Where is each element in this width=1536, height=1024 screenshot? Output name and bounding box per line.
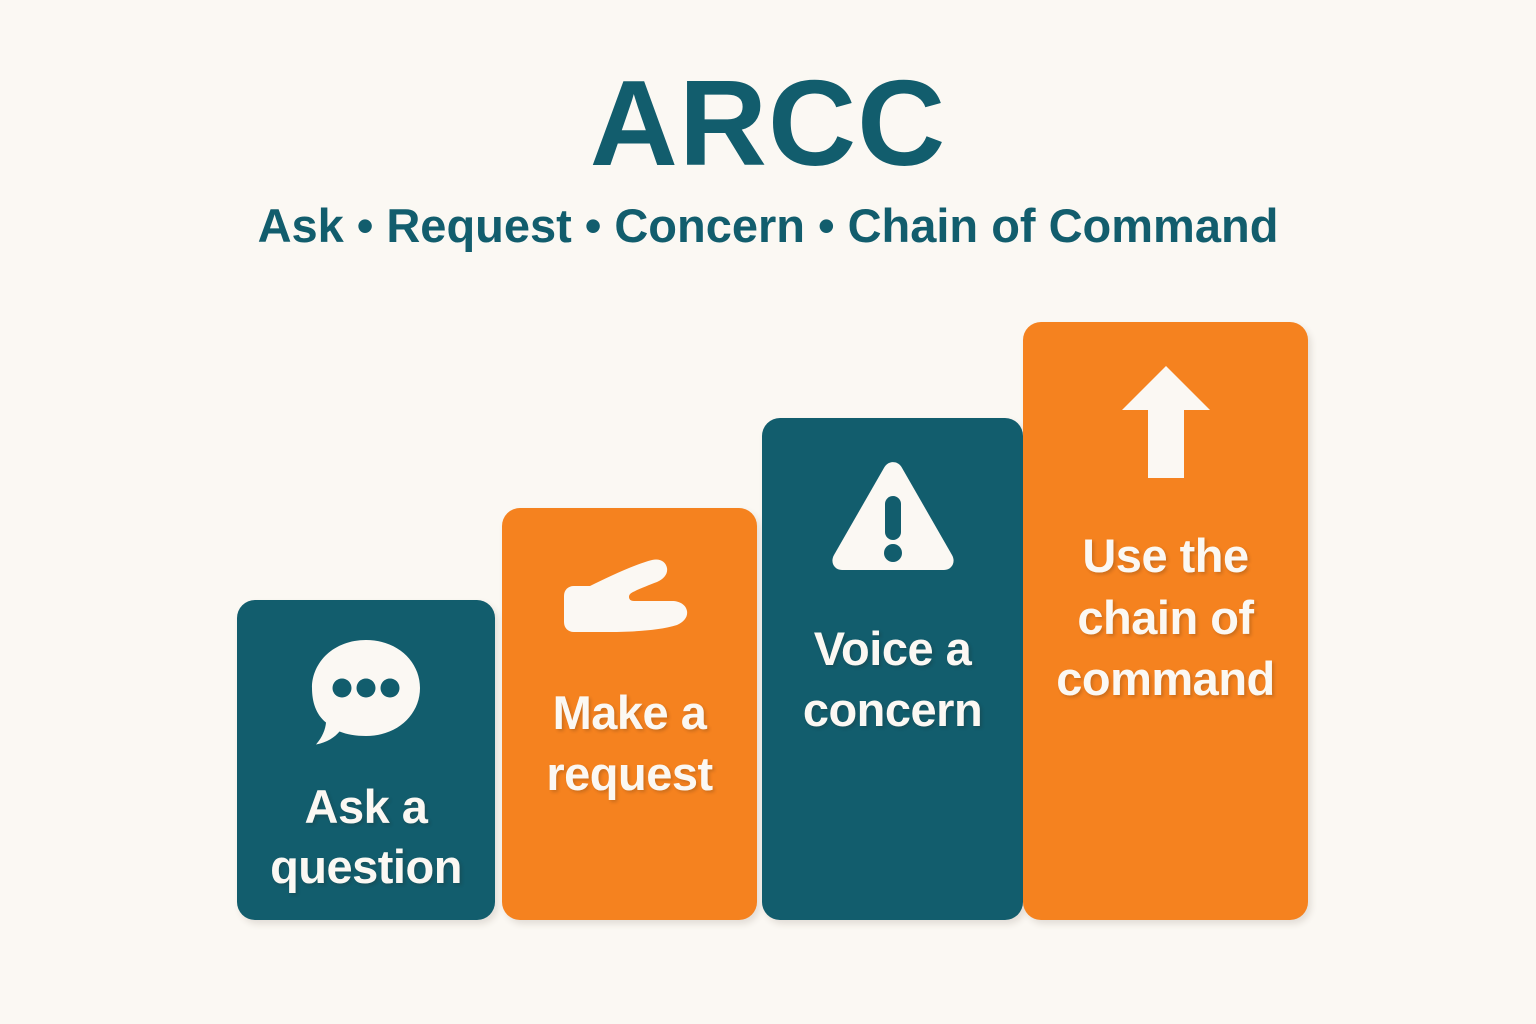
step-bar-request: Make a request [502, 508, 757, 920]
warning-triangle-icon [830, 460, 956, 579]
step-bar-chain-of-command: Use the chain of command [1023, 322, 1308, 920]
step-label-chain-of-command: Use the chain of command [1056, 529, 1275, 706]
step-bar-concern: Voice a concern [762, 418, 1023, 920]
step-label-ask: Ask a question [270, 780, 462, 894]
page-subtitle: Ask • Request • Concern • Chain of Comma… [257, 199, 1279, 252]
header: ARCC Ask • Request • Concern • Chain of … [0, 0, 1536, 249]
up-arrow-icon [1120, 364, 1212, 485]
step-label-concern: Voice a concern [802, 622, 983, 736]
page-title: ARCC [589, 55, 947, 191]
step-label-request: Make a request [546, 686, 713, 800]
step-bar-ask: Ask a question [237, 600, 495, 920]
speech-bubble-icon [308, 636, 424, 753]
open-hand-icon [560, 556, 700, 639]
